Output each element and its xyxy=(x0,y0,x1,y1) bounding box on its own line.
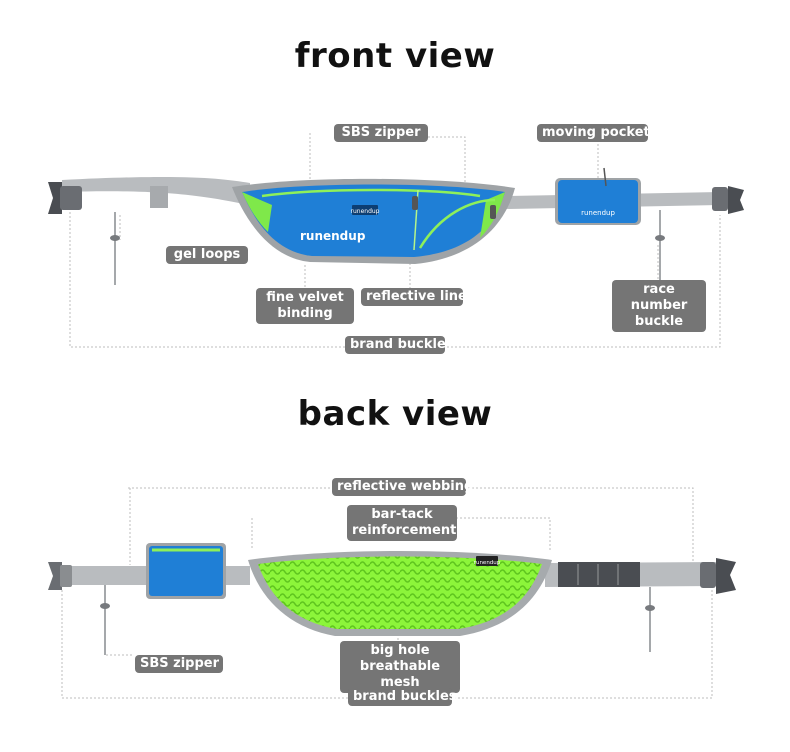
cord-stopper xyxy=(100,603,110,609)
label-gel-loops: gel loops xyxy=(166,246,248,264)
reflective-webbing-strip xyxy=(558,562,640,587)
cord-stopper xyxy=(655,235,665,241)
cord-stopper xyxy=(110,235,120,241)
back-buckle-right xyxy=(700,558,736,594)
back-logo-tag-text: runendup xyxy=(474,560,501,566)
label-bar-tack-reinforcement: bar-tack reinforcement xyxy=(347,505,457,541)
moving-pocket-body xyxy=(558,180,638,223)
green-panel-left xyxy=(242,192,272,232)
back-pocket-body xyxy=(149,546,223,596)
back-logo-tag xyxy=(476,556,498,566)
front-buckle-right xyxy=(712,186,744,214)
label-race-number-buckle: race number buckle xyxy=(612,280,706,332)
front-view-title: front view xyxy=(294,36,496,76)
label-moving-pocket: moving pocket xyxy=(537,124,650,142)
label-brand-buckle: brand buckle xyxy=(345,336,446,354)
breathable-mesh xyxy=(258,556,542,629)
logo-tag xyxy=(352,205,378,215)
front-zipper-top xyxy=(261,188,481,198)
label-fine-velvet-binding: fine velvet binding xyxy=(256,288,354,324)
front-pack-body xyxy=(242,184,505,257)
back-belt: runendup xyxy=(48,487,736,699)
pocket-logo-text: runendup xyxy=(581,209,615,217)
slider xyxy=(150,186,168,208)
label-big-hole-breathable-mesh: big hole breathable mesh xyxy=(340,641,460,693)
front-belt: runendup runendup runendup xyxy=(48,133,744,348)
back-buckle-left xyxy=(48,562,72,590)
label-sbs-zipper-front: SBS zipper xyxy=(334,124,428,142)
logo-tag-text: runendup xyxy=(351,208,380,215)
pack-logo-text: runendup xyxy=(300,229,366,243)
label-brand-buckles: brand buckles xyxy=(348,688,457,706)
pocket-zipper-pull xyxy=(603,167,607,187)
front-buckle-left xyxy=(48,182,82,214)
label-reflective-webbing: reflective webbing xyxy=(332,478,473,496)
cord-stopper xyxy=(645,605,655,611)
front-zipper-pocket xyxy=(418,198,496,249)
back-view-title: back view xyxy=(297,394,493,434)
zipper-pull xyxy=(412,196,418,210)
label-reflective-lines: reflective lines xyxy=(361,288,475,306)
zipper-pull xyxy=(490,205,496,219)
label-sbs-zipper-back: SBS zipper xyxy=(135,655,223,673)
